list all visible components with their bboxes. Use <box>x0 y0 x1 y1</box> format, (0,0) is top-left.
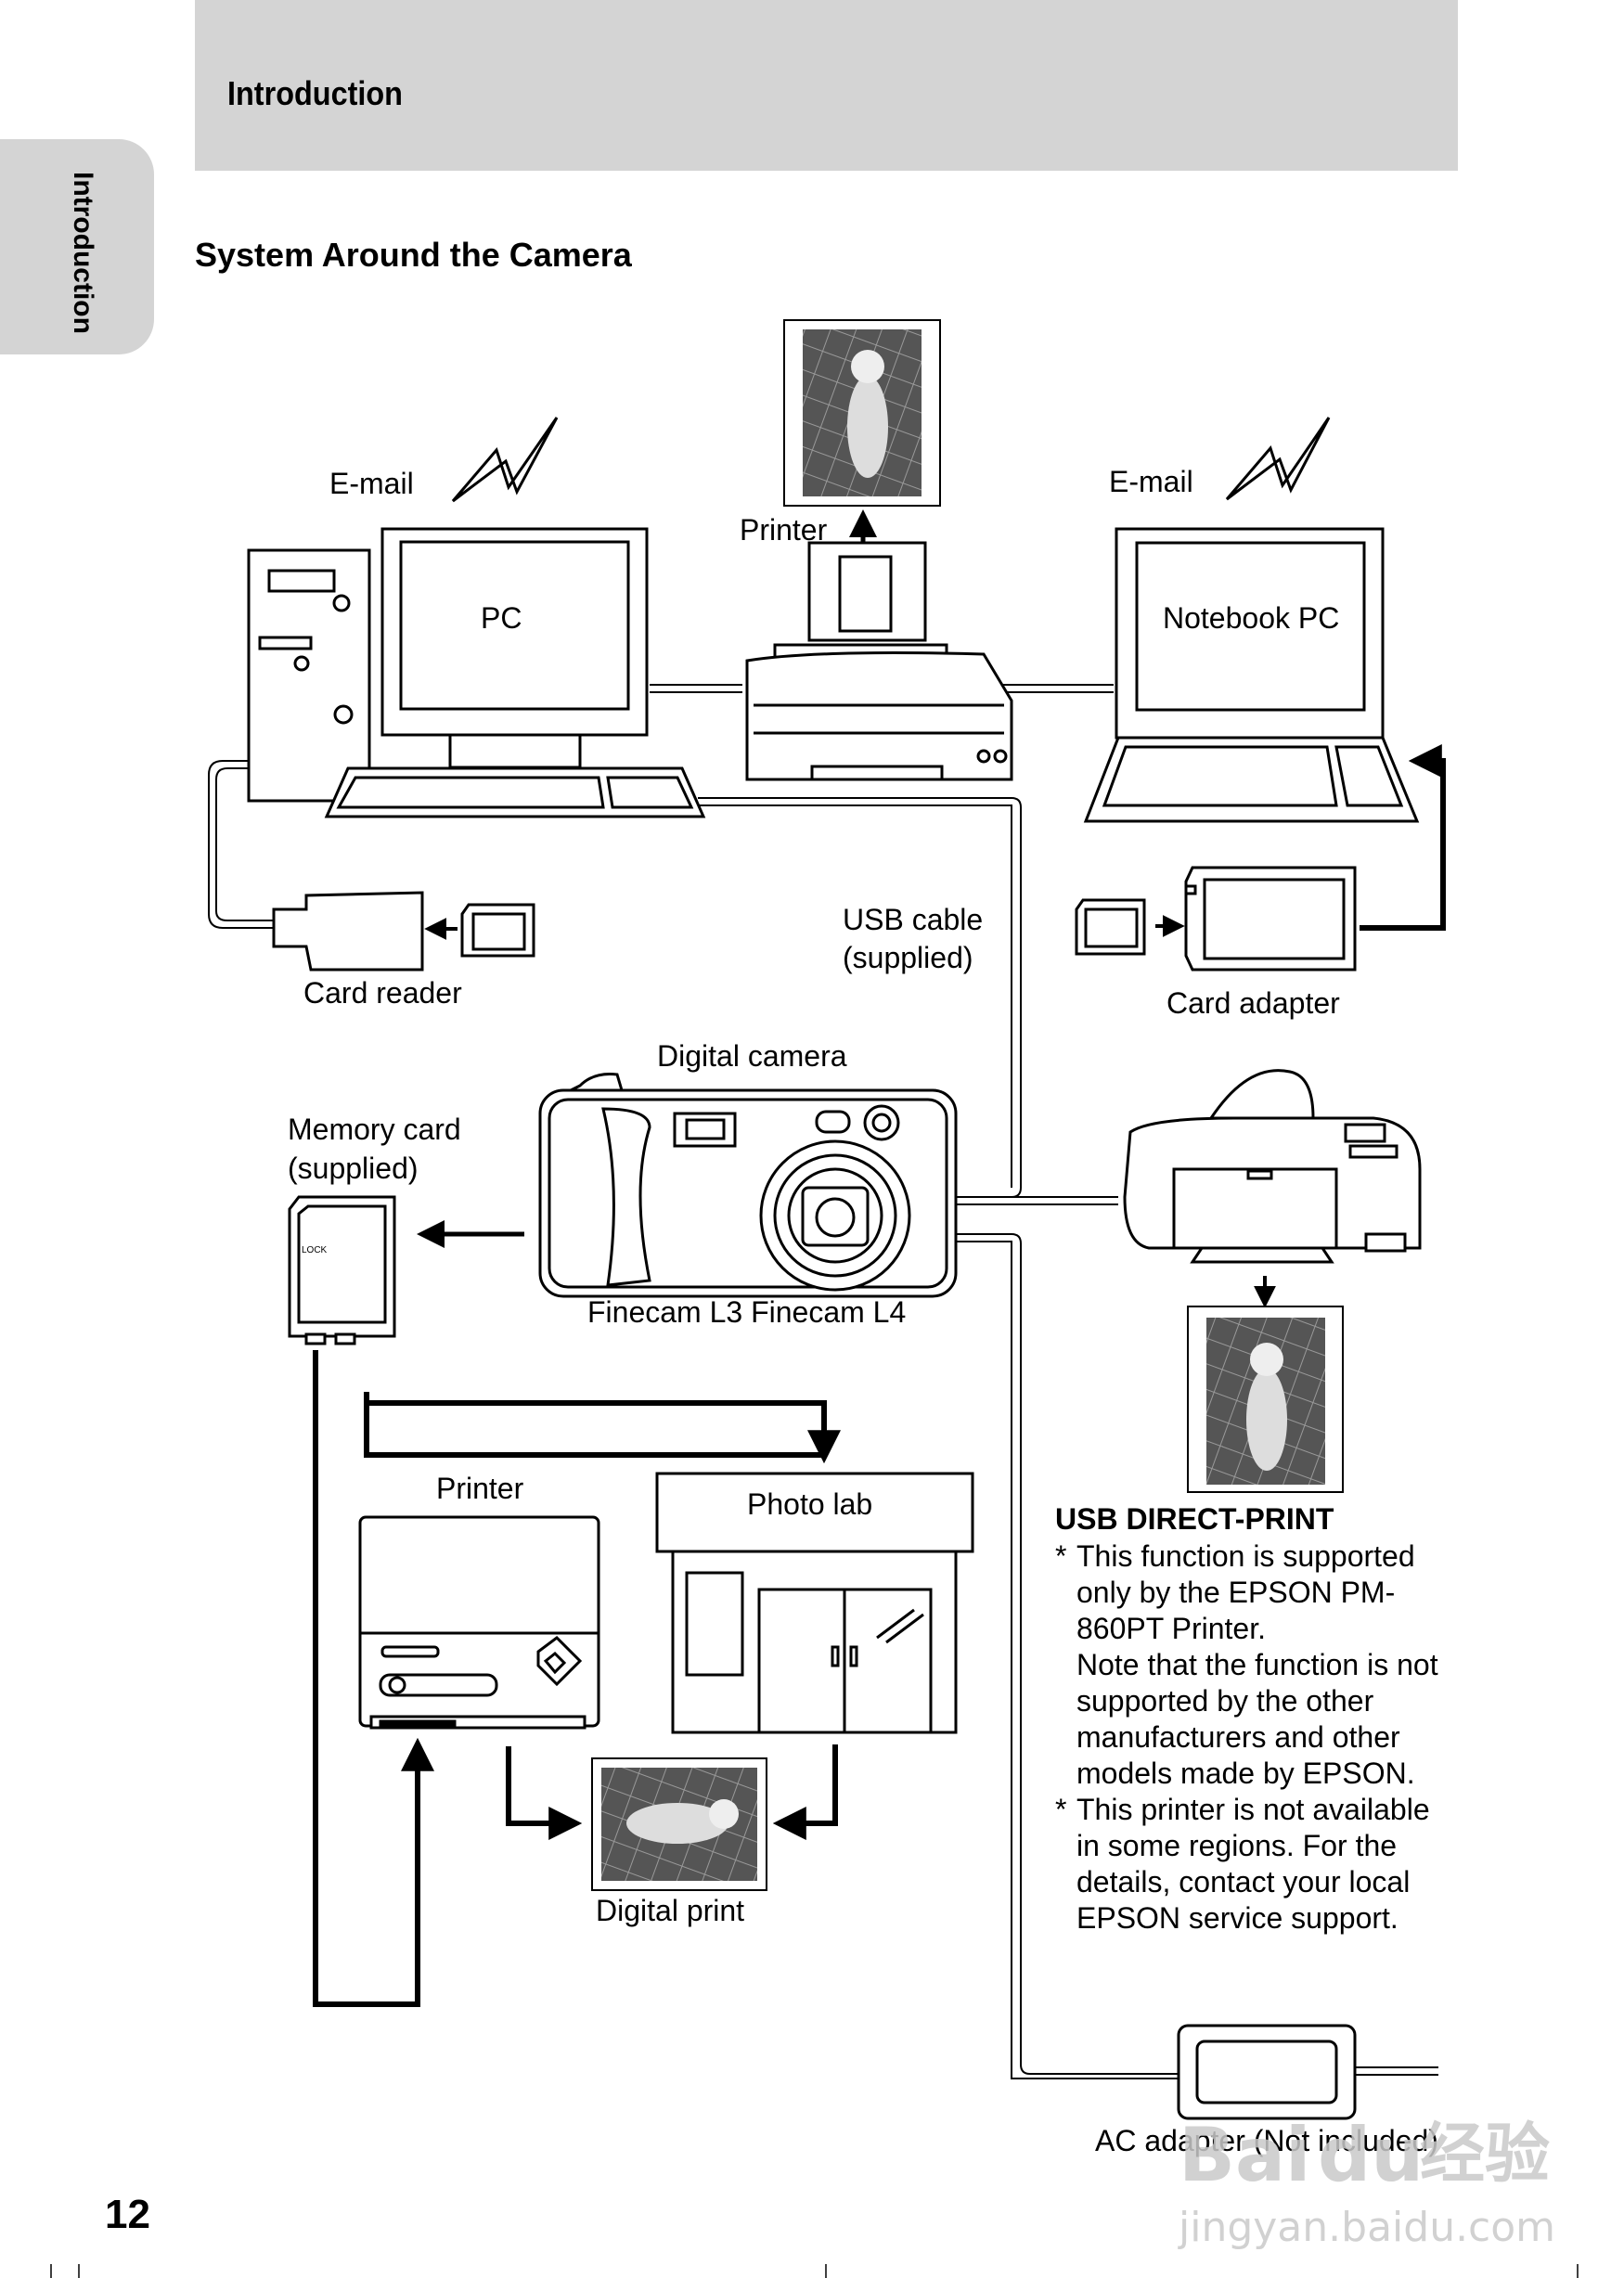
usb-cable-supplied-label: (supplied) <box>843 941 973 974</box>
notebook-pc-label: Notebook PC <box>1163 601 1339 635</box>
printer-label-top: Printer <box>740 513 828 547</box>
page-number: 12 <box>105 2192 150 2237</box>
crop-marks <box>50 2264 1579 2278</box>
usb-direct-print-title: USB DIRECT-PRINT <box>1055 1502 1334 1536</box>
note-line: details, contact your local <box>1076 1865 1410 1898</box>
epson-printer <box>1123 1069 1422 1264</box>
desktop-printer <box>745 541 1013 781</box>
lightning-icon <box>451 417 559 503</box>
note-line: EPSON service support. <box>1076 1901 1398 1935</box>
watermark-text: Bai <box>1179 2112 1310 2198</box>
usb-cable-label: USB cable <box>843 903 983 936</box>
note-line: This function is supported <box>1076 1539 1415 1573</box>
memory-card: LOCK <box>288 1195 396 1345</box>
photo-printer <box>358 1515 600 1730</box>
pc-label: PC <box>481 601 522 635</box>
lightning-icon <box>1225 417 1331 501</box>
usb-cable <box>208 684 1438 2079</box>
note2-lines: This printer is not available in some re… <box>1076 1793 1430 1935</box>
photo-lab-building <box>655 1472 974 1734</box>
sd-card-small <box>1075 898 1146 956</box>
section-title: System Around the Camera <box>195 236 632 274</box>
header-title: Introduction <box>227 74 403 112</box>
note-line: manufacturers and other <box>1076 1720 1400 1754</box>
cat-photo-icon <box>783 319 941 507</box>
card-adapter-label: Card adapter <box>1166 986 1340 1020</box>
card-reader-label: Card reader <box>303 976 462 1010</box>
watermark-text: 经验 <box>1420 2116 1550 2192</box>
camera-models-label: Finecam L3 Finecam L4 <box>587 1295 906 1329</box>
digital-print-label: Digital print <box>596 1894 744 1927</box>
card-reader <box>272 891 424 972</box>
printer-label-bottom: Printer <box>436 1472 524 1505</box>
watermark-url: jingyan.baidu.com <box>1178 2204 1555 2251</box>
photo-lab-label: Photo lab <box>747 1487 872 1521</box>
note-line: This printer is not available <box>1076 1793 1430 1826</box>
note1-lines: This function is supported only by the E… <box>1076 1539 1438 1790</box>
baidu-watermark: Bai du 经验 jingyan.baidu.com <box>1178 2112 1555 2251</box>
svg-text:LOCK: LOCK <box>302 1245 328 1255</box>
note-line: models made by EPSON. <box>1076 1757 1415 1790</box>
email-label-right: E-mail <box>1109 465 1193 498</box>
cat-photo-icon <box>1187 1306 1344 1493</box>
side-tab <box>0 139 154 354</box>
card-adapter-device <box>1184 866 1357 972</box>
sd-card-small <box>460 903 535 958</box>
memory-card-supplied-label: (supplied) <box>288 1152 419 1185</box>
email-label-left: E-mail <box>329 467 414 500</box>
note-bullet: * <box>1055 1539 1066 1573</box>
note-line: Note that the function is not <box>1076 1648 1438 1681</box>
header-band <box>195 0 1458 171</box>
note-line: only by the EPSON PM- <box>1076 1576 1395 1609</box>
pc-monitor <box>380 527 649 769</box>
note-bullet: * <box>1055 1793 1066 1826</box>
pc-keyboard <box>324 766 706 818</box>
digital-camera <box>538 1073 958 1298</box>
memory-card-label: Memory card <box>288 1113 461 1146</box>
notebook-pc <box>1083 527 1420 823</box>
note-line: supported by the other <box>1076 1684 1374 1718</box>
digital-camera-label: Digital camera <box>657 1039 847 1073</box>
pc-tower <box>247 548 371 803</box>
note-line: 860PT Printer. <box>1076 1612 1266 1645</box>
note-line: in some regions. For the <box>1076 1829 1397 1862</box>
arrow-icon <box>364 1399 841 1464</box>
watermark-text: du <box>1318 2112 1424 2198</box>
ac-adapter-device <box>1177 2024 1357 2120</box>
cat-photo-icon <box>591 1757 767 1891</box>
ac-adapter-label: AC adapter (Not included) <box>1095 2124 1438 2157</box>
